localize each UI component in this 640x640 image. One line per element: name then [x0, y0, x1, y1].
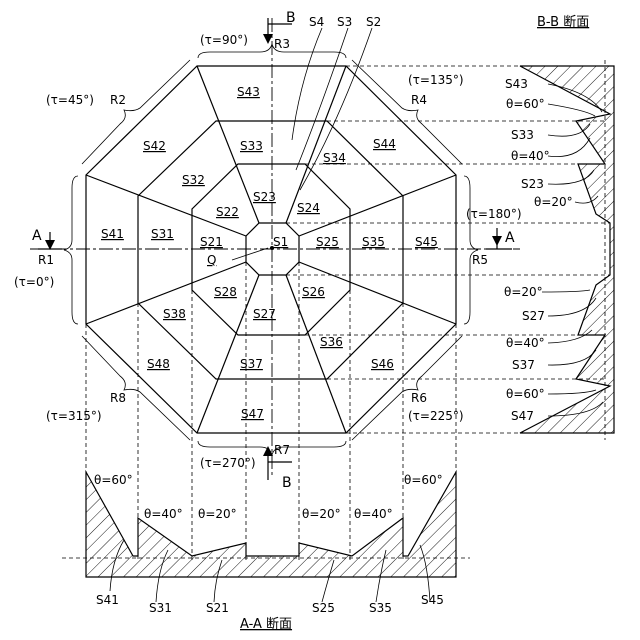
bb-theta40-upper-label: θ=40°: [511, 149, 550, 163]
surface-s44-label: S44: [373, 137, 396, 151]
region-r1-label: R1: [38, 253, 54, 267]
aa-s31-label: S31: [149, 601, 172, 615]
section-b-label-bottom: B: [282, 475, 292, 491]
section-a-label-left: A: [32, 228, 42, 244]
aa-section-hatched-body: [86, 472, 456, 577]
surface-s27-label: S27: [253, 307, 276, 321]
tau-180-label: (τ=180°): [466, 207, 522, 221]
section-b-label-top: B: [286, 10, 296, 26]
surface-s1-label: S1: [273, 235, 288, 249]
tau-315-label: (τ=315°): [46, 409, 102, 423]
bb-s47-label: S47: [511, 409, 534, 423]
aa-s25-label: S25: [312, 601, 335, 615]
tau-45-label: (τ=45°): [46, 93, 94, 107]
aa-theta20-left-label: θ=20°: [198, 507, 237, 521]
bb-theta60-upper-label: θ=60°: [506, 97, 545, 111]
surface-s46-label: S46: [371, 357, 394, 371]
aa-theta60-right-label: θ=60°: [404, 473, 443, 487]
bb-theta60-lower-label: θ=60°: [506, 387, 545, 401]
surface-s21-label: S21: [200, 235, 223, 249]
surface-s47-label: S47: [241, 407, 264, 421]
surface-s36-label: S36: [320, 335, 343, 349]
ring3-octagon: [138, 121, 403, 379]
surface-s25-label: S25: [316, 235, 339, 249]
bb-theta40-lower-label: θ=40°: [506, 336, 545, 350]
bb-theta20-upper-label: θ=20°: [534, 195, 573, 209]
surface-s43-label: S43: [237, 85, 260, 99]
surface-s24-label: S24: [297, 201, 320, 215]
aa-s45-label: S45: [421, 593, 444, 607]
surface-s41-label: S41: [101, 227, 124, 241]
tau-270-label: (τ=270°): [200, 456, 256, 470]
bb-s43-label: S43: [505, 77, 528, 91]
surface-s3-label: S3: [337, 15, 352, 29]
region-r2-label: R2: [110, 93, 126, 107]
bb-s37-label: S37: [512, 358, 535, 372]
aa-section: [62, 472, 470, 577]
surface-s34-label: S34: [323, 151, 346, 165]
tau-0-label: (τ=0°): [14, 275, 54, 289]
tau-135-label: (τ=135°): [408, 73, 464, 87]
surface-s37-label: S37: [240, 357, 263, 371]
bb-section: [520, 60, 614, 440]
region-r6-label: R6: [411, 391, 427, 405]
surface-s45-label: S45: [415, 235, 438, 249]
bb-s27-label: S27: [522, 309, 545, 323]
region-r4-label: R4: [411, 93, 427, 107]
surface-s42-label: S42: [143, 139, 166, 153]
surface-s31-label: S31: [151, 227, 174, 241]
region-r8-label: R8: [110, 391, 126, 405]
bb-s23-label: S23: [521, 177, 544, 191]
aa-theta40-left-label: θ=40°: [144, 507, 183, 521]
bb-section-title: B-B 断面: [537, 15, 589, 30]
projection-dashes-bb: [286, 66, 610, 433]
center-q-label: Q: [207, 253, 216, 267]
aa-theta60-left-label: θ=60°: [94, 473, 133, 487]
tau-225-label: (τ=225°): [408, 409, 464, 423]
surface-s23-label: S23: [253, 190, 276, 204]
surface-s33-label: S33: [240, 139, 263, 153]
aa-theta40-right-label: θ=40°: [354, 507, 393, 521]
region-r3-label: R3: [274, 37, 290, 51]
section-a-label-right: A: [505, 230, 515, 246]
surface-s35-label: S35: [362, 235, 385, 249]
bb-s33-label: S33: [511, 128, 534, 142]
bb-theta20-lower-label: θ=20°: [504, 285, 543, 299]
surface-s22-label: S22: [216, 205, 239, 219]
surface-s26-label: S26: [302, 285, 325, 299]
region-r5-label: R5: [472, 253, 488, 267]
aa-section-title: A-A 断面: [240, 617, 292, 632]
surface-s4-label: S4: [309, 15, 324, 29]
surface-s28-label: S28: [214, 285, 237, 299]
aa-s21-label: S21: [206, 601, 229, 615]
tau-90-label: (τ=90°): [200, 33, 248, 47]
aa-s35-label: S35: [369, 601, 392, 615]
surface-s2-label: S2: [366, 15, 381, 29]
aa-s41-label: S41: [96, 593, 119, 607]
surface-s48-label: S48: [147, 357, 170, 371]
region-r7-label: R7: [274, 443, 290, 457]
aa-theta20-right-label: θ=20°: [302, 507, 341, 521]
surface-s38-label: S38: [163, 307, 186, 321]
surface-s32-label: S32: [182, 173, 205, 187]
